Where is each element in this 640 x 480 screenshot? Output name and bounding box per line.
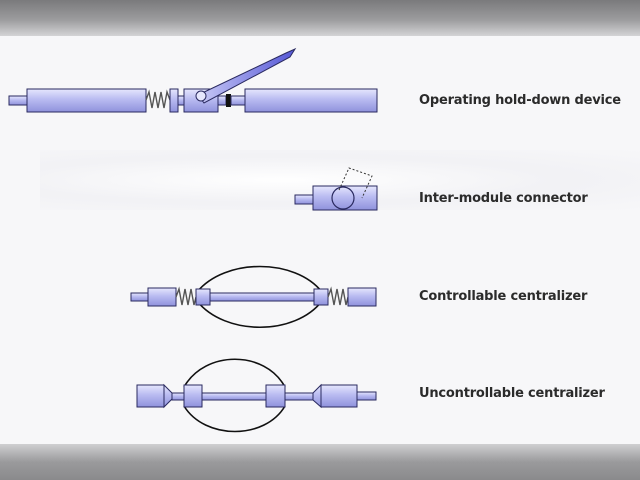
hold-down-lever (195, 47, 297, 104)
label-uncontrollable-centralizer: Uncontrollable centralizer (419, 386, 605, 401)
inter-module-connector (294, 167, 378, 211)
label-inter-module-connector: Inter-module connector (419, 191, 588, 206)
spring (145, 89, 171, 109)
bottom-frame-bar (0, 444, 640, 480)
uncontrollable-centralizer (136, 358, 377, 433)
hold-down-device (8, 47, 378, 113)
controllable-centralizer (130, 265, 377, 328)
spring-left (175, 286, 197, 306)
label-controllable-centralizer: Controllable centralizer (419, 289, 588, 304)
top-frame-bar (0, 0, 640, 36)
label-hold-down-device: Operating hold-down device (419, 93, 621, 108)
spring-right (327, 286, 349, 306)
